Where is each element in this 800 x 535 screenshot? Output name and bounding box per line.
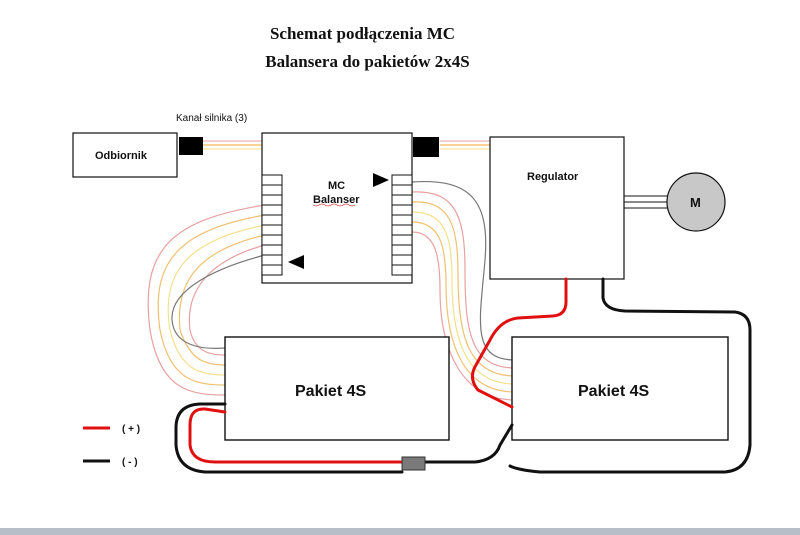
servo-cable-receiver	[203, 140, 262, 150]
legend-positive-label: ( + )	[122, 424, 140, 435]
diagram-title-line-2: Balansera do pakietów 2x4S	[265, 52, 470, 71]
regulator-box: Regulator	[489, 136, 625, 280]
battery-pack-right: Pakiet 4S	[511, 336, 729, 441]
motor: M	[666, 172, 726, 232]
balancer-servo-connector	[413, 137, 439, 157]
diagram-title-line-1: Schemat podłączenia MC	[269, 24, 456, 43]
balancer-right-pin-header	[391, 174, 413, 276]
battery-pack-left-label: Pakiet 4S	[295, 383, 366, 400]
window-bottom-edge	[0, 528, 800, 535]
balance-wires-right	[411, 180, 516, 401]
receiver-label: Odbiornik	[95, 150, 148, 162]
balance-wires-left	[147, 204, 266, 396]
receiver-connector	[179, 137, 203, 155]
motor-wires	[624, 195, 670, 209]
receiver-box: Odbiornik	[72, 132, 178, 178]
positive-power-wires	[188, 277, 568, 464]
pin-marker-left-icon	[288, 255, 304, 269]
regulator-label: Regulator	[527, 171, 579, 183]
negative-power-wires	[174, 277, 752, 474]
motor-channel-label: Kanał silnika (3)	[176, 113, 247, 124]
motor-label: M	[690, 195, 701, 210]
balancer-left-pin-header	[261, 174, 283, 276]
balancer-label-line-2: Balanser	[313, 194, 360, 206]
battery-pack-right-label: Pakiet 4S	[578, 383, 649, 400]
legend-negative-label: ( - )	[122, 457, 138, 468]
balancer-label-line-1: MC	[328, 180, 345, 192]
series-connector	[401, 456, 426, 471]
battery-pack-left: Pakiet 4S	[224, 336, 450, 441]
servo-cable-regulator	[440, 140, 490, 150]
balancer-box: MC Balanser	[261, 132, 413, 284]
pin-marker-right-icon	[373, 173, 389, 187]
legend: ( + ) ( - )	[83, 424, 140, 468]
